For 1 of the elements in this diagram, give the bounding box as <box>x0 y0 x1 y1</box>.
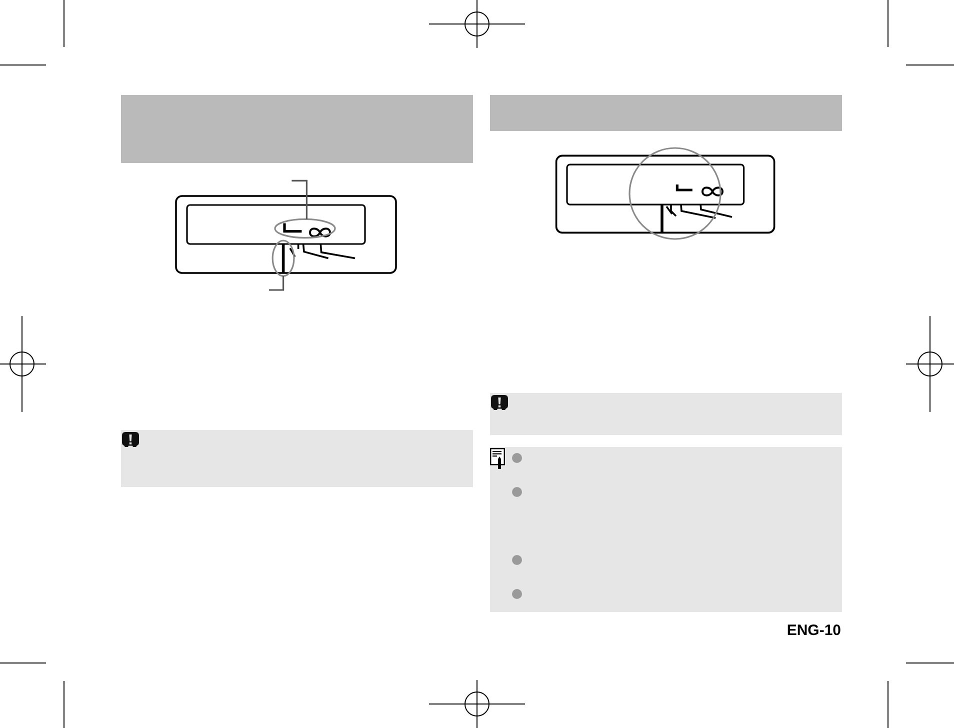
page-number: ENG-10 <box>786 622 841 640</box>
